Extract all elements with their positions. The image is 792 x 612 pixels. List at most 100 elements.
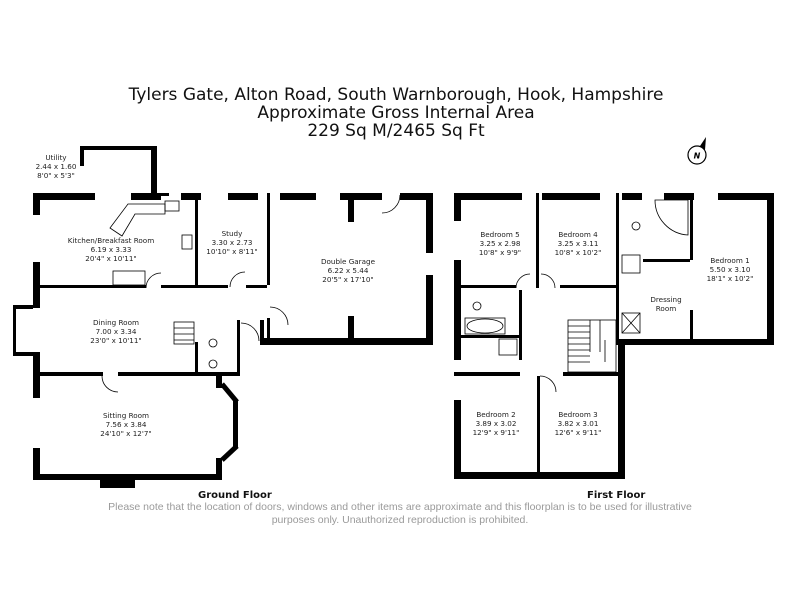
wall (33, 352, 40, 376)
wall (643, 259, 690, 262)
bay-wall (220, 382, 239, 404)
wall (563, 372, 618, 376)
wall (13, 305, 33, 309)
svg-text:Bedroom 3: Bedroom 3 (558, 410, 597, 419)
room-bedroom-2: Bedroom 2 3.89 x 3.02 12'9" x 9'11" (473, 410, 520, 437)
wall (246, 285, 267, 288)
svg-text:3.82 x 3.01: 3.82 x 3.01 (558, 419, 599, 428)
bay-wall (220, 444, 239, 462)
wall (454, 400, 461, 479)
wall (260, 320, 264, 345)
wall (33, 262, 40, 287)
wall (195, 193, 198, 288)
room-kitchen: Kitchen/Breakfast Room 6.19 x 3.33 20'4"… (68, 236, 154, 263)
disclaimer-line-2: purposes only. Unauthorized reproduction… (271, 514, 529, 526)
svg-text:Kitchen/Breakfast Room: Kitchen/Breakfast Room (68, 236, 154, 245)
wall (33, 193, 95, 200)
wall (33, 288, 40, 308)
wall (426, 275, 433, 345)
wall (216, 376, 222, 388)
wall (340, 193, 382, 200)
wall (198, 285, 228, 288)
wall (454, 285, 516, 288)
disclaimer-line-1: Please note that the location of doors, … (108, 501, 692, 513)
corner-bath (654, 199, 689, 236)
svg-text:10'8" x 10'2": 10'8" x 10'2" (555, 248, 602, 257)
room-dining: Dining Room 7.00 x 3.34 23'0" x 10'11" (90, 318, 141, 345)
svg-text:Bedroom 5: Bedroom 5 (480, 230, 519, 239)
room-double-garage: Double Garage 6.22 x 5.44 20'5" x 17'10" (321, 257, 376, 284)
door-arc (269, 306, 289, 326)
svg-text:Dining Room: Dining Room (93, 318, 139, 327)
door-arc (240, 322, 260, 342)
svg-text:6.22 x 5.44: 6.22 x 5.44 (328, 266, 369, 275)
wall (33, 474, 222, 480)
door-arc (539, 375, 557, 393)
wall (348, 200, 354, 222)
bath (466, 318, 504, 334)
wall (131, 193, 161, 200)
wall (618, 345, 625, 479)
wall (690, 200, 693, 260)
wall (80, 146, 157, 150)
wall (13, 352, 33, 356)
svg-text:10'10" x 8'11": 10'10" x 8'11" (206, 247, 257, 256)
wall (616, 193, 619, 345)
svg-text:24'10" x 12'7": 24'10" x 12'7" (100, 429, 151, 438)
room-bedroom-3: Bedroom 3 3.82 x 3.01 12'6" x 9'11" (555, 410, 602, 437)
wall (161, 193, 169, 196)
property-address: Tylers Gate, Alton Road, South Warnborou… (128, 85, 664, 105)
wall (560, 285, 616, 288)
room-bedroom-5: Bedroom 5 3.25 x 2.98 10'8" x 9'9" (479, 230, 521, 257)
walls (13, 146, 774, 488)
svg-text:3.25 x 2.98: 3.25 x 2.98 (480, 239, 521, 248)
wall (426, 193, 433, 253)
wall (542, 193, 600, 200)
wall (100, 480, 135, 488)
door-arc (145, 272, 162, 289)
door-arc (381, 194, 401, 214)
svg-text:Room: Room (656, 304, 676, 313)
disclaimer: Please note that the location of doors, … (60, 501, 740, 527)
svg-text:Dressing: Dressing (650, 295, 681, 304)
svg-text:23'0" x 10'11": 23'0" x 10'11" (90, 336, 141, 345)
wall (260, 338, 433, 345)
wall (718, 193, 774, 200)
wall (13, 305, 16, 356)
wall (618, 339, 774, 345)
wall (151, 146, 157, 196)
area-value: 229 Sq M/2465 Sq Ft (307, 121, 485, 141)
svg-text:10'8" x 9'9": 10'8" x 9'9" (479, 248, 521, 257)
wall (33, 193, 40, 215)
wall (161, 285, 196, 288)
toilet (208, 338, 218, 348)
toilet (208, 359, 218, 369)
toilet (631, 221, 641, 231)
svg-text:8'0" x 5'3": 8'0" x 5'3" (37, 171, 75, 180)
first-floor-label: First Floor (587, 490, 646, 501)
svg-text:3.89 x 3.02: 3.89 x 3.02 (476, 419, 517, 428)
kitchen-counter (109, 203, 166, 237)
svg-text:5.50 x 3.10: 5.50 x 3.10 (710, 265, 751, 274)
wall (118, 372, 237, 376)
svg-text:12'9" x 9'11": 12'9" x 9'11" (473, 428, 520, 437)
svg-text:Utility: Utility (45, 153, 67, 162)
wall (267, 193, 270, 285)
svg-text:12'6" x 9'11": 12'6" x 9'11" (555, 428, 602, 437)
ground-floor-label: Ground Floor (198, 490, 272, 501)
wall (80, 146, 84, 166)
wall (195, 342, 198, 376)
wall (267, 318, 270, 343)
svg-text:Study: Study (222, 229, 243, 238)
sink (164, 200, 180, 212)
svg-text:6.19 x 3.33: 6.19 x 3.33 (91, 245, 132, 254)
wall (233, 400, 238, 448)
fixtures (101, 194, 689, 393)
wall (519, 290, 522, 360)
wall (536, 193, 539, 288)
toilet (472, 301, 482, 311)
svg-text:Bedroom 4: Bedroom 4 (558, 230, 598, 239)
svg-text:Bedroom 1: Bedroom 1 (710, 256, 749, 265)
hob (181, 234, 193, 250)
svg-text:Bedroom 2: Bedroom 2 (476, 410, 515, 419)
